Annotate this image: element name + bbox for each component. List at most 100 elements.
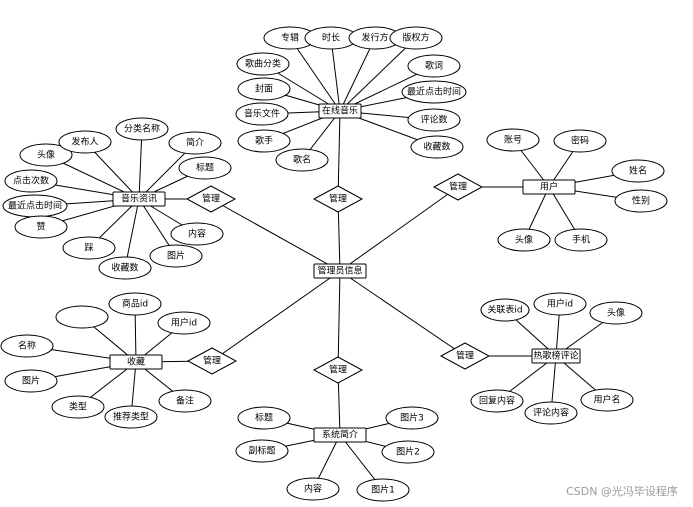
attribute-ellipse (235, 439, 289, 463)
entity-label: 音乐资讯 (121, 193, 157, 205)
attribute-ellipse (524, 401, 578, 425)
attribute-ellipse (614, 189, 668, 213)
entity-box (109, 354, 163, 370)
attribute-label: 商品id (122, 298, 148, 310)
relationship-diamond (439, 342, 491, 370)
connector-line (124, 198, 140, 269)
attribute-label: 副标题 (248, 445, 275, 457)
attribute-ellipse (486, 128, 540, 152)
relationship-label: 管理 (329, 193, 347, 205)
attribute-label: 歌名 (293, 154, 311, 166)
attribute-ellipse (19, 143, 73, 167)
attribute-label: 标题 (255, 412, 273, 424)
central-entity-box (313, 263, 367, 279)
attribute-ellipse (407, 108, 461, 132)
attribute-label: 图片2 (396, 446, 420, 458)
attribute-ellipse (0, 334, 54, 358)
attribute-label: 赞 (36, 221, 45, 233)
attribute-label: 专辑 (281, 32, 299, 44)
attribute-ellipse (381, 440, 435, 464)
attribute-label: 封面 (255, 83, 273, 95)
attribute-ellipse (170, 222, 224, 246)
attribute-ellipse (470, 389, 524, 413)
attribute-label: 图片1 (371, 484, 395, 496)
connector-line (339, 186, 459, 272)
attribute-ellipse (178, 156, 232, 180)
attribute-ellipse (237, 406, 291, 430)
attribute-ellipse (108, 292, 162, 316)
relationship-label: 管理 (203, 355, 221, 367)
attribute-label: 最近点击时间 (8, 200, 62, 212)
connector-line (330, 37, 341, 112)
attribute-ellipse (98, 256, 152, 280)
attribute-label: 关联表id (487, 304, 522, 316)
attribute-ellipse (237, 129, 291, 153)
attribute-ellipse (115, 117, 169, 141)
attribute-ellipse (275, 148, 329, 172)
attribute-label: 评论数 (420, 114, 447, 126)
entity-box (522, 179, 576, 195)
attribute-ellipse (235, 102, 289, 126)
connector-line (339, 270, 466, 357)
attribute-label: 图片3 (400, 412, 424, 424)
attribute-ellipse (356, 478, 410, 502)
relationship-label: 管理 (202, 193, 220, 205)
entity-label: 收藏 (127, 356, 145, 368)
attribute-label: 内容 (304, 483, 322, 495)
attribute-ellipse (58, 130, 112, 154)
attribute-ellipse (51, 395, 105, 419)
connector-line (337, 110, 341, 200)
watermark-text: CSDN @光冯毕设程序 (566, 484, 678, 498)
entity-label: 用户 (540, 181, 558, 193)
attribute-ellipse (149, 244, 203, 268)
attribute-ellipse (62, 236, 116, 260)
attribute-ellipse (158, 389, 212, 413)
attribute-label: 类型 (69, 401, 87, 413)
attribute-label: 账号 (504, 135, 522, 146)
attribute-ellipse (554, 228, 608, 252)
attribute-label: 歌手 (255, 135, 273, 147)
attribute-label: 推荐类型 (113, 411, 149, 423)
connector-line (289, 37, 341, 112)
attribute-ellipse (401, 80, 467, 104)
attribute-ellipse (55, 305, 109, 329)
attribute-label: 踩 (84, 243, 93, 254)
attribute-ellipse (236, 52, 290, 76)
entity-box (318, 103, 362, 119)
attribute-label: 点击次数 (13, 175, 49, 187)
attribute-label: 分类名称 (124, 123, 160, 135)
entity-box (313, 427, 367, 443)
central-entity-label: 管理员信息 (317, 265, 362, 277)
attribute-label: 版权方 (402, 32, 429, 44)
attribute-ellipse (553, 129, 607, 153)
diagram-shapes: 专辑时长发行方版权方歌曲分类封面音乐文件歌手歌名歌词最近点击时间评论数收藏数账号… (0, 26, 678, 502)
attribute-ellipse (407, 54, 461, 78)
relationship-label: 管理 (329, 364, 347, 376)
attribute-label: 图片 (22, 375, 40, 387)
relationship-label: 管理 (449, 181, 467, 193)
connector-line (339, 37, 376, 112)
attribute-label: 名称 (18, 340, 36, 352)
attribute-ellipse (389, 26, 443, 50)
attribute-label: 最近点击时间 (407, 86, 461, 98)
attribute-label: 头像 (37, 149, 55, 161)
attribute-ellipse (157, 311, 211, 335)
entity-box (112, 191, 166, 207)
relationship-diamond (185, 185, 237, 213)
attribute-label: 姓名 (629, 165, 647, 177)
attribute-label: 手机 (572, 234, 590, 246)
attribute-label: 用户id (547, 298, 573, 310)
attribute-label: 头像 (515, 234, 533, 246)
entity-label: 热歌榜评论 (533, 350, 578, 362)
relationship-diamond (186, 347, 238, 375)
relationship-label: 管理 (456, 350, 474, 362)
attribute-ellipse (168, 131, 222, 155)
entity-box (531, 348, 581, 364)
attribute-ellipse (4, 369, 58, 393)
attribute-label: 发行方 (361, 32, 388, 44)
attribute-ellipse (104, 405, 158, 429)
attribute-label: 时长 (322, 32, 340, 44)
attribute-ellipse (497, 228, 551, 252)
attribute-ellipse (14, 215, 68, 239)
